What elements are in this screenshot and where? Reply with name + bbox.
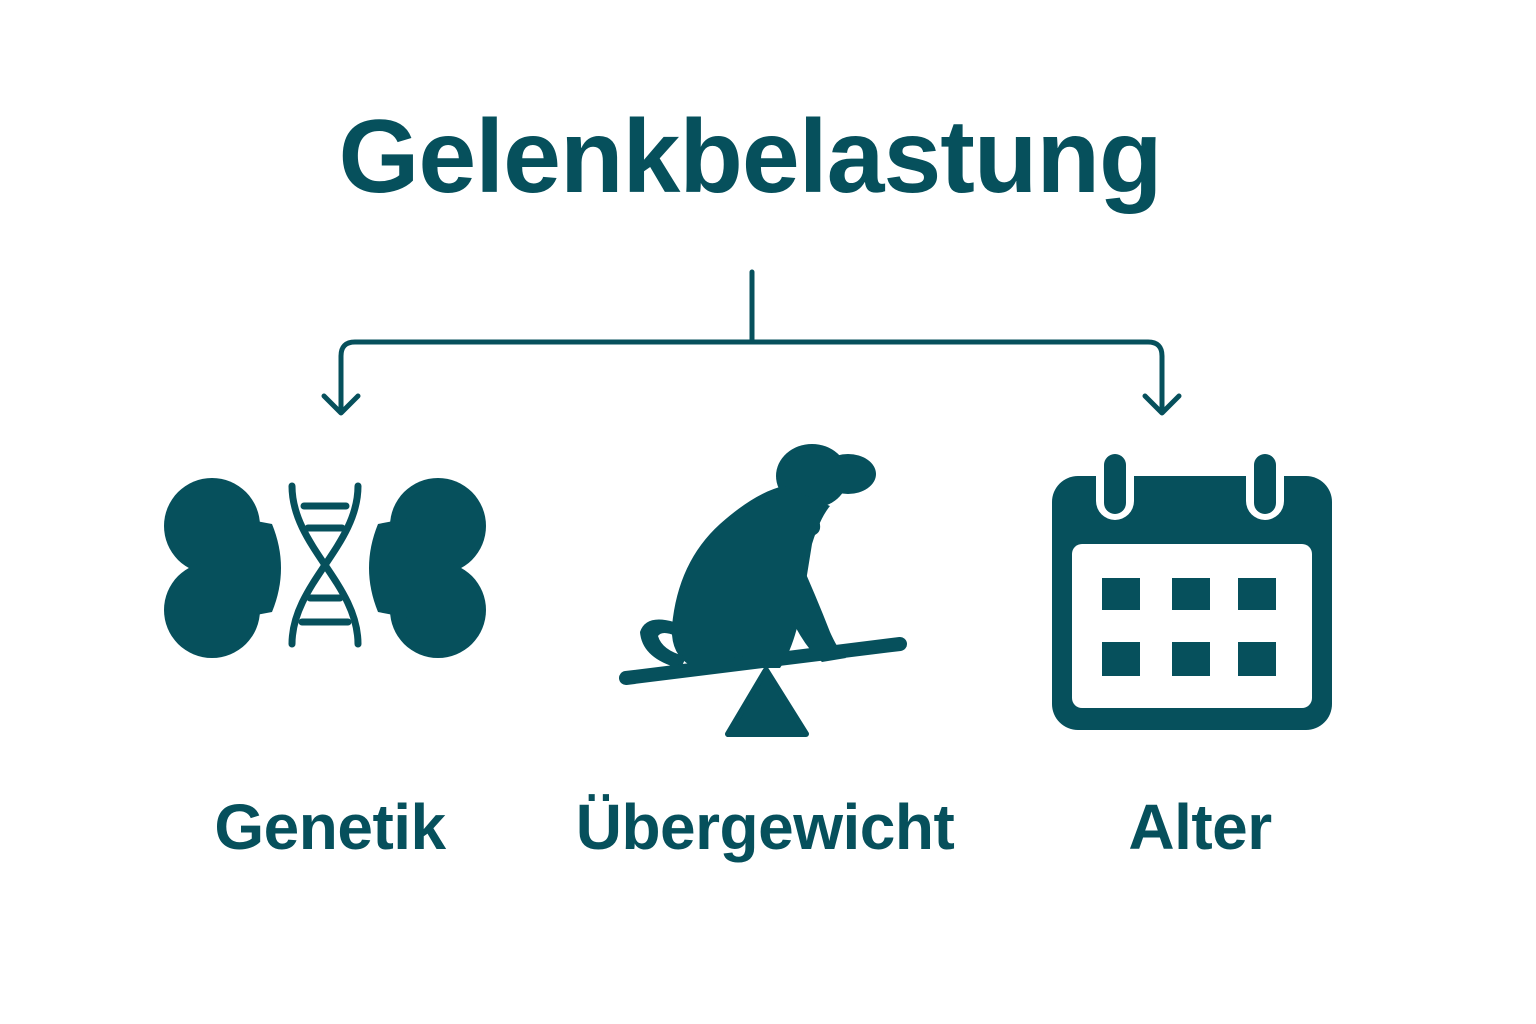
bone-dna-icon bbox=[164, 476, 486, 661]
calendar-icon bbox=[1052, 448, 1332, 730]
diagram-title: Gelenkbelastung bbox=[338, 99, 1163, 215]
factor-label-genetik: Genetik bbox=[214, 791, 446, 863]
factor-label-uebergewicht: Übergewicht bbox=[575, 791, 955, 863]
dog-on-seesaw-icon bbox=[619, 444, 907, 737]
factor-label-alter: Alter bbox=[1128, 791, 1272, 863]
